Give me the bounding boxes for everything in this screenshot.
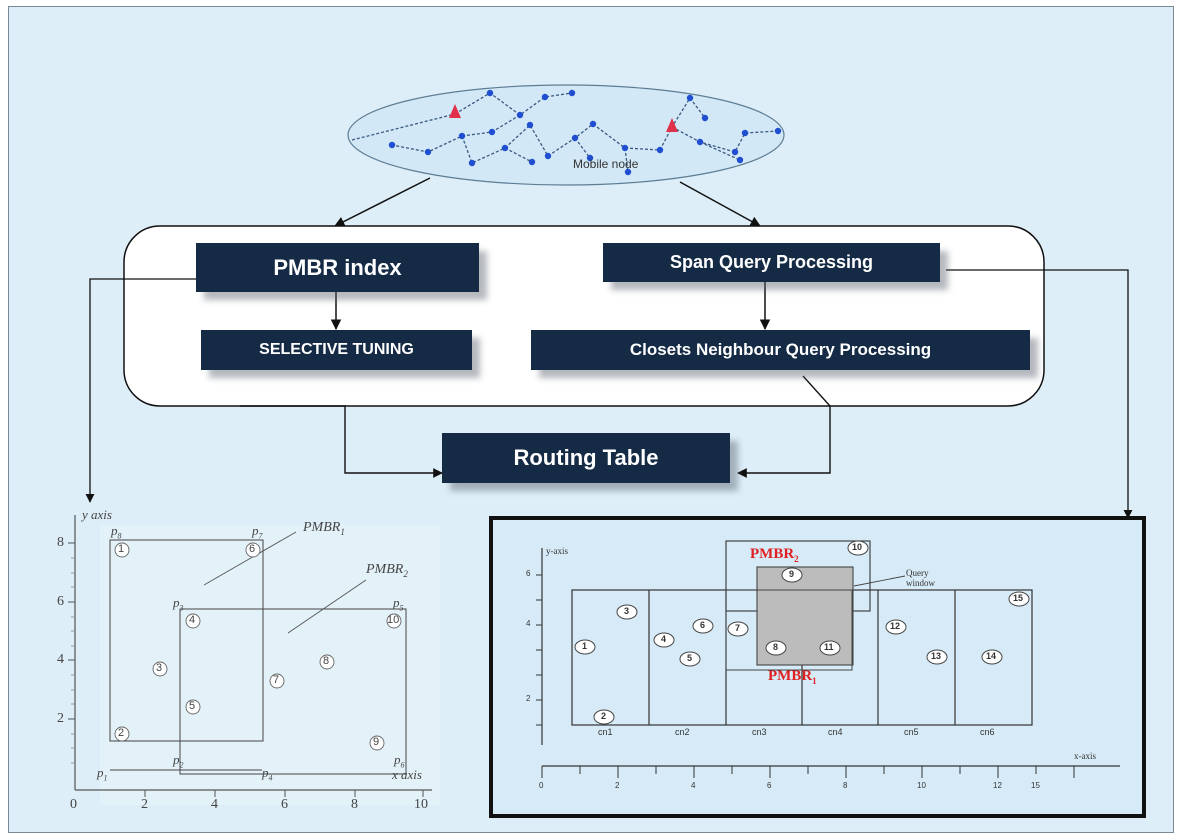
- mobile-node-label: Mobile node: [573, 157, 639, 171]
- cell-label: cn4: [828, 727, 843, 737]
- corner-label-p5: p5: [393, 595, 404, 613]
- pmbr1-red-label: PMBR1: [768, 668, 817, 686]
- cell-label: cn1: [598, 727, 613, 737]
- right-point-label: 6: [700, 620, 706, 630]
- right-point-label: 12: [890, 621, 901, 631]
- left-x-axis-label: x axis: [392, 767, 422, 782]
- query-window-label: Query window: [906, 568, 935, 588]
- pmbr2-red-label: PMBR2: [750, 546, 799, 564]
- point-label: 8: [323, 655, 330, 667]
- right-y-tick: 4: [526, 619, 531, 628]
- left-origin-tick: 0: [70, 797, 77, 812]
- right-point-label: 3: [624, 606, 630, 616]
- routing-table-box: Routing Table: [442, 433, 730, 483]
- right-point-label: 15: [1013, 593, 1024, 603]
- left-x-tick: 2: [141, 797, 148, 812]
- point-label: 3: [156, 662, 163, 674]
- corner-label-p3: p3: [173, 595, 184, 613]
- right-x-axis-label: x-axis: [1074, 751, 1096, 761]
- point-label: 10: [387, 614, 400, 626]
- right-y-axis-label: y-axis: [546, 546, 568, 556]
- point-label: 1: [118, 543, 125, 555]
- base-station-icon: [666, 118, 678, 132]
- left-x-tick: 6: [281, 797, 288, 812]
- corner-label-p8: p8: [111, 523, 122, 541]
- span-query-box: Span Query Processing: [603, 243, 940, 282]
- right-plot: [489, 516, 1146, 818]
- right-x-tick: 2: [615, 781, 620, 790]
- left-y-tick: 4: [57, 652, 64, 667]
- base-station-icon: [449, 104, 461, 118]
- selective-tuning-box: SELECTIVE TUNING: [201, 330, 472, 370]
- left-y-axis-label: y axis: [82, 507, 112, 522]
- right-point-label: 10: [852, 542, 863, 552]
- right-point-label: 9: [789, 569, 795, 579]
- point-label: 9: [373, 736, 380, 748]
- right-point-label: 11: [824, 642, 834, 652]
- right-x-tick: 15: [1031, 781, 1040, 790]
- corner-label-p7: p7: [252, 523, 263, 541]
- left-x-tick: 8: [351, 797, 358, 812]
- right-x-tick: 8: [843, 781, 848, 790]
- right-point-label: 1: [582, 641, 588, 651]
- node-group: [388, 89, 782, 176]
- pmbr1-label: PMBR1: [303, 520, 345, 537]
- corner-label-p2: p2: [173, 752, 184, 770]
- right-point-label: 13: [931, 651, 942, 661]
- right-point-label: 14: [986, 651, 997, 661]
- right-point-label: 4: [661, 634, 667, 644]
- right-point-label: 7: [735, 623, 741, 633]
- right-y-tick: 2: [526, 694, 531, 703]
- pmbr2-label: PMBR2: [366, 562, 408, 579]
- point-label: 7: [273, 674, 280, 686]
- left-y-tick: 8: [57, 535, 64, 550]
- point-label: 4: [189, 614, 196, 626]
- right-x-tick: 6: [767, 781, 772, 790]
- left-y-tick: 2: [57, 711, 64, 726]
- right-point-label: 8: [773, 642, 779, 652]
- cell-label: cn2: [675, 727, 690, 737]
- network-ellipse: [347, 84, 785, 186]
- right-point-label: 5: [687, 653, 693, 663]
- right-y-tick: 6: [526, 569, 531, 578]
- point-label: 6: [249, 543, 256, 555]
- cell-label: cn6: [980, 727, 995, 737]
- corner-label-p1: p1: [97, 765, 108, 783]
- closest-neighbour-box: Closets Neighbour Query Processing: [531, 330, 1030, 370]
- corner-label-p6: p6: [394, 752, 405, 770]
- left-x-tick: 4: [211, 797, 218, 812]
- corner-label-p4: p4: [262, 765, 273, 783]
- right-x-tick: 0: [539, 781, 544, 790]
- left-x-tick: 10: [414, 797, 428, 812]
- left-y-tick: 6: [57, 594, 64, 609]
- right-point-label: 2: [601, 711, 607, 721]
- right-x-tick: 4: [691, 781, 696, 790]
- point-label: 5: [189, 700, 196, 712]
- cell-label: cn5: [904, 727, 919, 737]
- pmbr-index-box: PMBR index: [196, 243, 479, 292]
- right-x-tick: 10: [917, 781, 926, 790]
- point-label: 2: [118, 727, 125, 739]
- cell-label: cn3: [752, 727, 767, 737]
- left-plot: [68, 515, 440, 805]
- right-x-tick: 12: [993, 781, 1002, 790]
